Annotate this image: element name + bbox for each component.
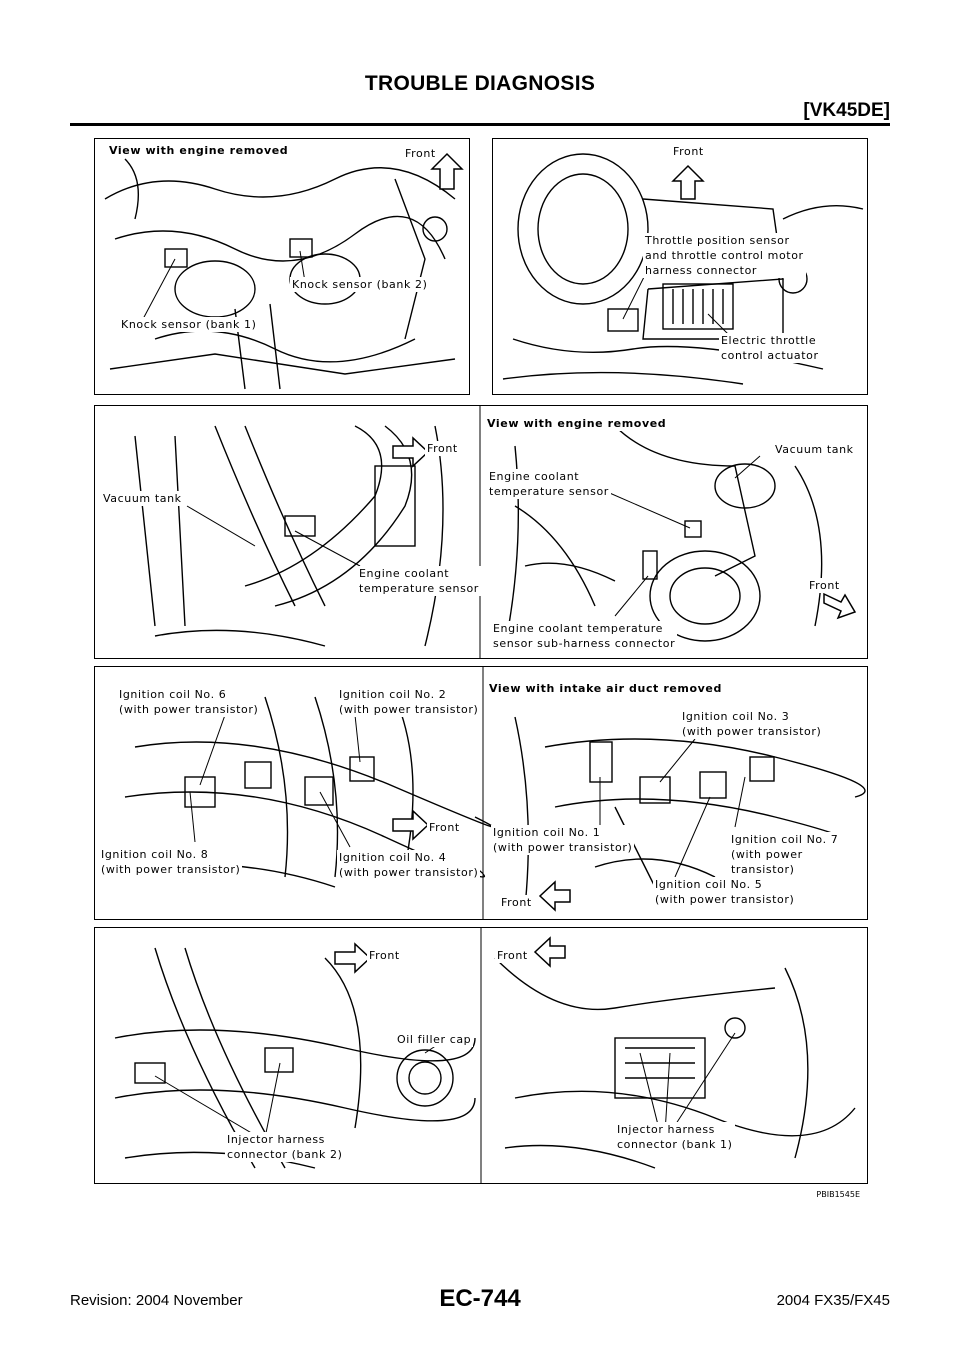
ignition-coil-7-label: Ignition coil No. 7 (with power transist… xyxy=(729,832,867,877)
figure-ignition-coils: Ignition coil No. 6 (with power transist… xyxy=(94,666,868,920)
oil-filler-cap-label: Oil filler cap xyxy=(395,1032,474,1047)
knock-sensor-bank1-label: Knock sensor (bank 1) xyxy=(119,317,259,332)
view-caption: View with engine removed xyxy=(485,416,669,431)
header-rule xyxy=(70,123,890,126)
ignition-sketch xyxy=(124,667,866,919)
front-label: Front xyxy=(499,895,534,910)
figure-throttle: Front Throttle position sensor and throt… xyxy=(492,138,868,395)
page-number: EC-744 xyxy=(439,1285,521,1312)
coolant-sketch xyxy=(134,406,857,658)
front-label: Front xyxy=(427,820,462,835)
figure-coolant-sensor: Front Vacuum tank Engine coolant tempera… xyxy=(94,405,868,659)
vacuum-tank-label: Vacuum tank xyxy=(101,491,184,506)
injector-harness-bank1-label: Injector harness connector (bank 1) xyxy=(615,1122,735,1152)
front-label: Front xyxy=(403,146,438,161)
ignition-coil-1-label: Ignition coil No. 1 (with power transist… xyxy=(491,825,635,855)
coolant-temp-sensor-label: Engine coolant temperature sensor xyxy=(357,566,481,596)
ignition-coil-3-label: Ignition coil No. 3 (with power transist… xyxy=(680,709,824,739)
vacuum-tank-label: Vacuum tank xyxy=(773,442,856,457)
front-label: Front xyxy=(425,441,460,456)
view-caption: View with engine removed xyxy=(107,143,291,158)
front-label: Front xyxy=(671,144,706,159)
page-section-title: TROUBLE DIAGNOSIS xyxy=(364,72,596,95)
front-label: Front xyxy=(367,948,402,963)
ignition-coil-6-label: Ignition coil No. 6 (with power transist… xyxy=(117,687,261,717)
engine-sketch xyxy=(104,152,464,390)
throttle-position-sensor-label: Throttle position sensor and throttle co… xyxy=(643,233,806,278)
model-text: 2004 FX35/FX45 xyxy=(776,1292,890,1309)
injector-harness-bank2-label: Injector harness connector (bank 2) xyxy=(225,1132,345,1162)
figure-injector-harness: Front Oil filler cap Injector harness co… xyxy=(94,927,868,1184)
ignition-coil-4-label: Ignition coil No. 4 (with power transist… xyxy=(337,850,481,880)
front-label: Front xyxy=(495,948,530,963)
ignition-coil-5-label: Ignition coil No. 5 (with power transist… xyxy=(653,877,797,907)
revision-text: Revision: 2004 November xyxy=(70,1292,243,1309)
figure-code: PBIB1545E xyxy=(816,1190,860,1199)
ignition-coil-2-label: Ignition coil No. 2 (with power transist… xyxy=(337,687,481,717)
figure-knock-sensors: View with engine removed Front Knock sen… xyxy=(94,138,470,395)
engine-code: [VK45DE] xyxy=(803,100,890,121)
ignition-coil-8-label: Ignition coil No. 8 (with power transist… xyxy=(99,847,243,877)
electric-throttle-actuator-label: Electric throttle control actuator xyxy=(719,333,821,363)
coolant-sub-harness-label: Engine coolant temperature sensor sub-ha… xyxy=(491,621,678,651)
knock-sensor-bank2-label: Knock sensor (bank 2) xyxy=(290,277,430,292)
view-caption: View with intake air duct removed xyxy=(487,681,724,696)
coolant-temp-sensor-label: Engine coolant temperature sensor xyxy=(487,469,611,499)
front-label: Front xyxy=(807,578,842,593)
injector-sketch xyxy=(114,928,856,1183)
